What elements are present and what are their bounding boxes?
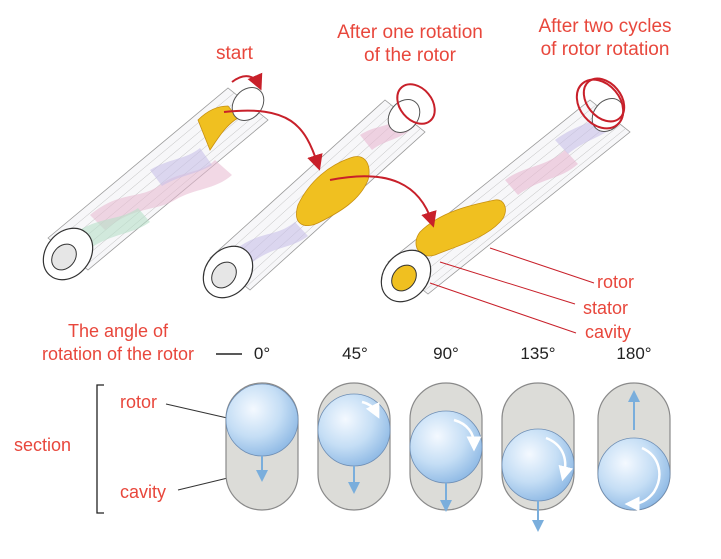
label-angle-of-rotation: The angle of rotation of the rotor	[28, 320, 208, 365]
angle-180: 180°	[616, 344, 652, 363]
angle-135: 135°	[520, 344, 556, 363]
part-leader-lines	[429, 247, 595, 334]
cross-section-45	[317, 382, 391, 511]
cross-section-0	[225, 382, 299, 511]
angle-0: 0°	[253, 344, 271, 363]
label-section: section	[14, 435, 72, 455]
flow-arrows	[223, 72, 437, 228]
label-angle-line1: The angle of	[67, 321, 169, 341]
section-bracket	[96, 384, 104, 514]
rotation-indicators	[396, 77, 626, 130]
label-section-rotor: rotor	[120, 392, 158, 412]
label-after-one-rotation-line1: After one rotation	[337, 22, 483, 43]
cross-section-135	[501, 382, 575, 532]
label-section-cavity: cavity	[120, 482, 167, 502]
cross-section-90	[409, 382, 483, 512]
label-after-one-rotation-line2: of the rotor	[364, 44, 456, 66]
label-after-two-cycles-line1: After two cycles	[538, 16, 672, 37]
label-part-rotor: rotor	[597, 272, 635, 292]
label-after-two-cycles-line2: of rotor rotation	[540, 38, 670, 60]
label-part-cavity: cavity	[585, 322, 632, 342]
label-start: start	[216, 43, 253, 64]
pump-stage-3	[380, 98, 631, 303]
angle-90: 90°	[433, 344, 459, 363]
pump-stage-1	[42, 87, 269, 281]
label-after-one-rotation: After one rotation of the rotor	[322, 22, 498, 68]
label-part-stator: stator	[583, 298, 629, 318]
cross-section-180	[597, 382, 671, 512]
pump-stage-2	[202, 99, 426, 299]
label-angle-line2: rotation of the rotor	[41, 343, 195, 364]
angle-45: 45°	[342, 344, 368, 363]
label-after-two-cycles: After two cycles of rotor rotation	[522, 16, 688, 62]
